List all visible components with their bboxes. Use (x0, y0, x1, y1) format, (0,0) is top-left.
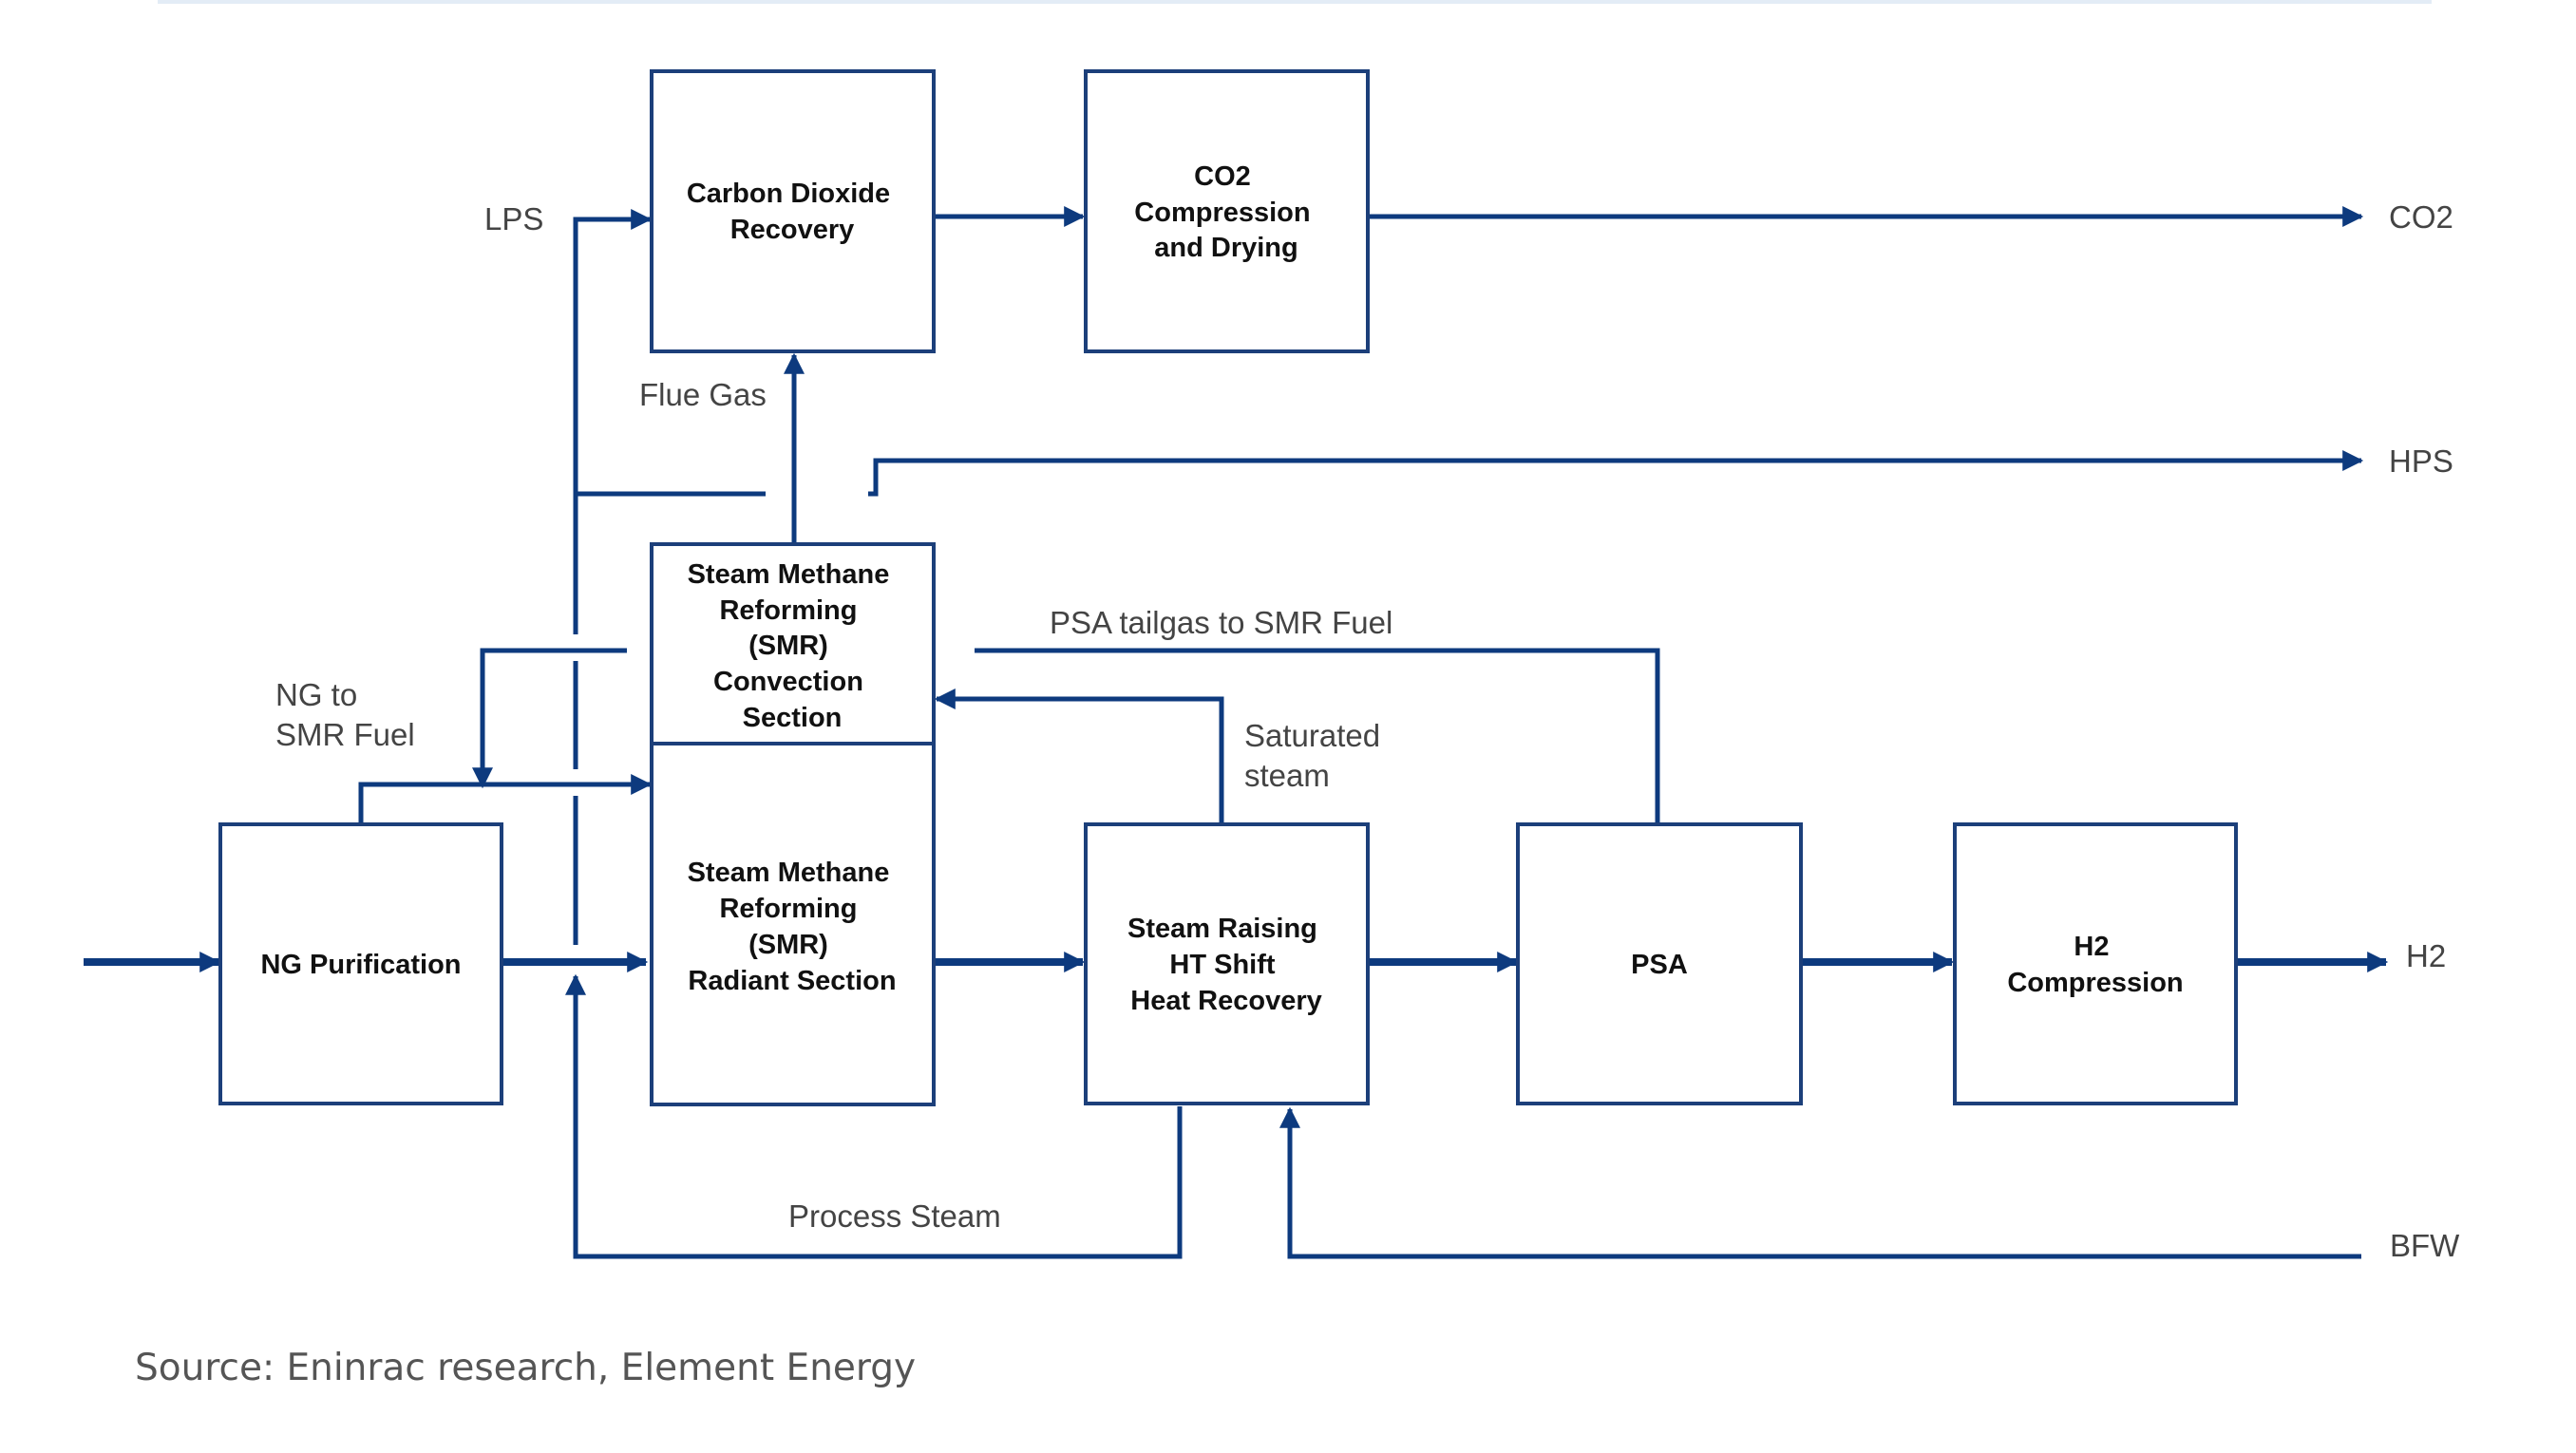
bfw-label: BFW (2390, 1228, 2460, 1263)
ng-fuel-arrow (472, 648, 627, 789)
ng-fuel-label: NG to SMR Fuel (275, 677, 415, 752)
h2-compression-box (1953, 822, 2238, 1105)
psa-box (1516, 822, 1803, 1105)
source-note: Source: Eninrac research, Element Energy (135, 1347, 917, 1389)
hps-label: HPS (2389, 443, 2453, 479)
smr-radiant-box (650, 742, 936, 1106)
co2-compression-label: CO2 Compression and Drying (1134, 161, 1317, 263)
co2-compression-box (1084, 69, 1370, 353)
top-divider (158, 0, 2432, 4)
steam-raising-box (1084, 822, 1370, 1105)
ng-purification-box (218, 822, 503, 1105)
co2-recovery-label: Carbon Dioxide Recovery (687, 179, 898, 245)
co2-outlet-label: CO2 (2389, 199, 2453, 235)
flue-gas-label: Flue Gas (639, 377, 767, 412)
psa-label: PSA (1631, 950, 1688, 980)
smr-convection-box (650, 542, 936, 745)
saturated-steam-arrow (934, 689, 1224, 824)
ng-fuel-feed-arrow (358, 774, 653, 824)
process-units (218, 69, 2238, 1106)
unit-labels: Carbon Dioxide Recovery CO2 Compression … (260, 161, 2183, 1016)
hps-outlet-arrow (868, 450, 2364, 497)
lps-label: LPS (484, 201, 543, 236)
stream-labels: LPS Flue Gas CO2 HPS PSA tailgas to SMR … (275, 199, 2460, 1263)
psa-tailgas-line (975, 648, 1660, 824)
bfw-arrow (1279, 1106, 2361, 1259)
process-steam-label: Process Steam (788, 1198, 1001, 1234)
process-steam-arrow (565, 973, 1183, 1259)
h2-outlet-label: H2 (2406, 938, 2446, 973)
saturated-steam-label: Saturated steam (1244, 718, 1389, 793)
ng-purification-label: NG Purification (260, 950, 461, 980)
smr-radiant-label: Steam Methane Reforming (SMR) Radiant Se… (688, 858, 898, 996)
flow-lines (84, 206, 2389, 1259)
h2-compression-label: H2 Compression (2007, 932, 2183, 998)
psa-tailgas-label: PSA tailgas to SMR Fuel (1050, 605, 1392, 640)
co2-recovery-box (650, 69, 936, 353)
lps-arrow (573, 209, 653, 313)
steam-raising-label: Steam Raising HT Shift Heat Recovery (1127, 914, 1325, 1016)
smr-convection-label: Steam Methane Reforming (SMR) Convection… (688, 559, 898, 733)
